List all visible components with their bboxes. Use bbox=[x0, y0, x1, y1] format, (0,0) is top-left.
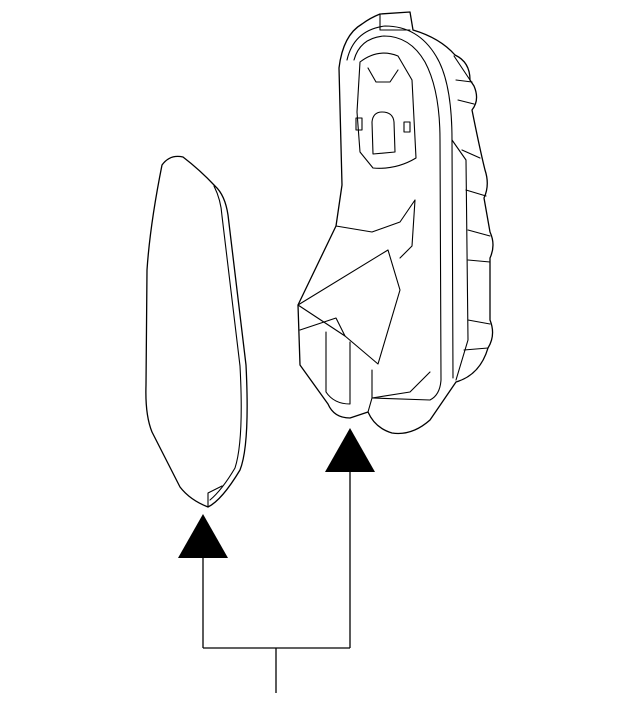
callout-leader bbox=[178, 428, 375, 693]
housing-lower-bracket bbox=[367, 371, 431, 413]
arrow-lens bbox=[178, 514, 228, 558]
housing-side-edge bbox=[451, 55, 471, 381]
mount-block-side bbox=[299, 317, 351, 405]
housing-rim bbox=[346, 25, 454, 379]
housing-top-tab bbox=[379, 13, 411, 31]
housing-outline bbox=[297, 11, 494, 435]
housing-ribs bbox=[455, 79, 491, 351]
connector-slot bbox=[371, 111, 396, 155]
lens-lower-edge bbox=[207, 485, 223, 508]
mount-block-top bbox=[335, 199, 416, 259]
lens-inner-edge bbox=[209, 185, 242, 501]
lamp-housing-part[interactable] bbox=[297, 11, 494, 435]
arrow-housing bbox=[325, 428, 375, 472]
housing-inner-frame bbox=[353, 35, 442, 401]
connector-cutout bbox=[356, 52, 417, 169]
connector-pins bbox=[355, 67, 411, 133]
mount-block-face bbox=[297, 249, 401, 365]
lens-part[interactable] bbox=[145, 155, 248, 508]
lens-outline bbox=[145, 155, 248, 508]
